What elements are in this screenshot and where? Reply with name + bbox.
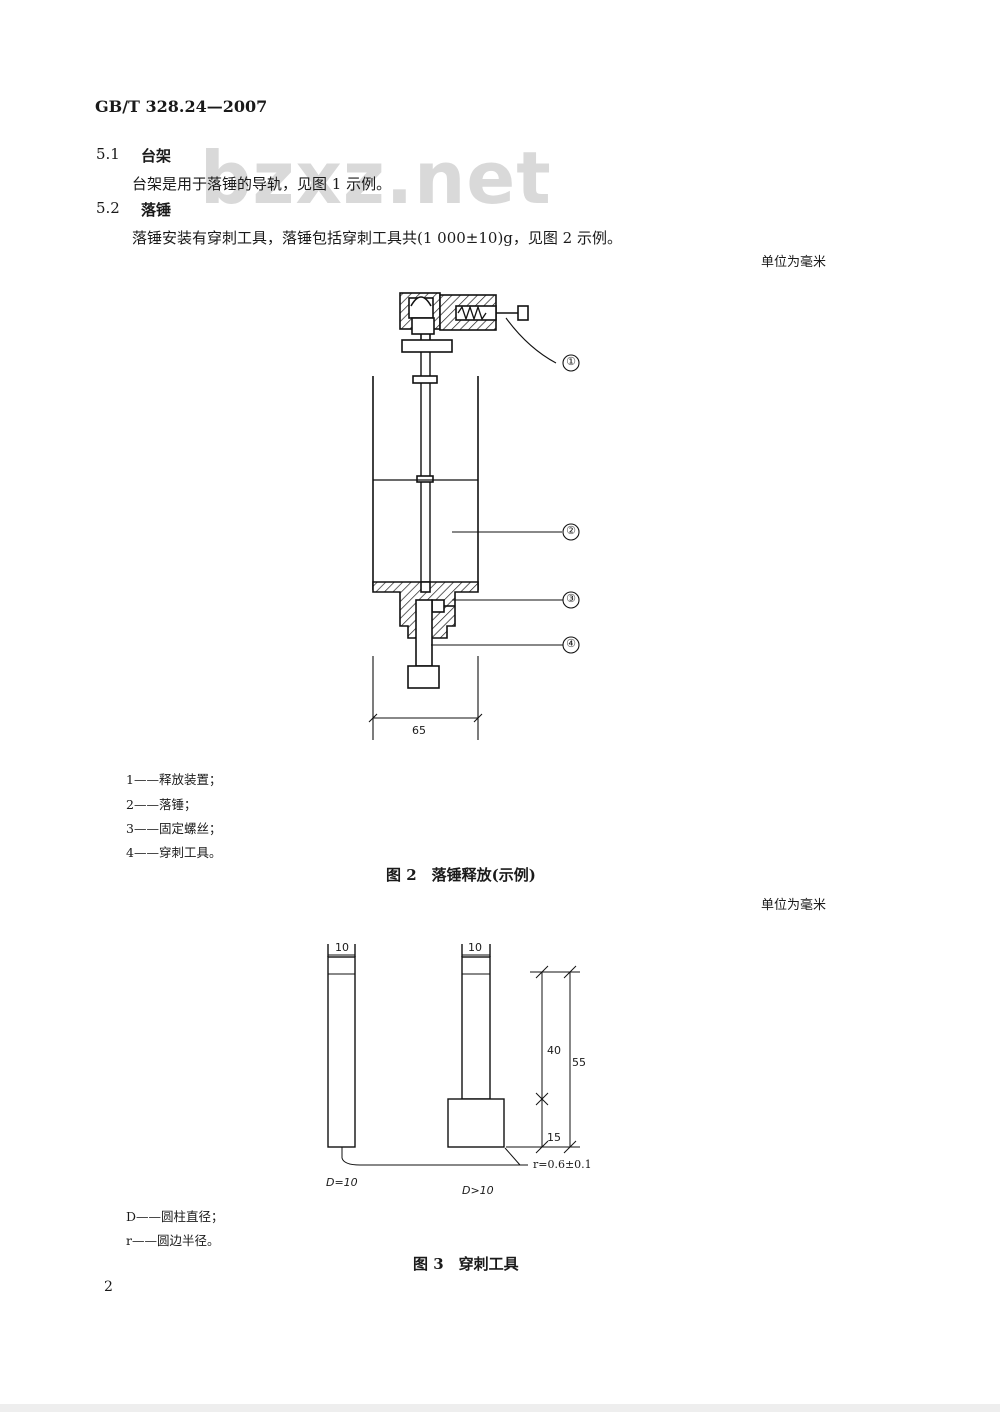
figure-caption: 图 2 落锤释放(示例) (386, 866, 536, 884)
dimension-label: 10 (468, 941, 482, 954)
section-number: 5.2 (96, 199, 120, 217)
tool-cylinder-left (327, 944, 356, 1148)
unit-note: 单位为毫米 (761, 898, 827, 913)
dimension-label: 15 (547, 1131, 561, 1144)
penetration-tool (407, 599, 440, 689)
radius-note: r=0.6±0.1 (533, 1158, 592, 1171)
callout-3: ③ (566, 592, 576, 605)
dimension-label: 40 (547, 1044, 561, 1057)
section-title: 落锤 (141, 201, 172, 219)
legend-item: r——圆边半径。 (126, 1233, 220, 1248)
tool-label: D=10 (326, 1176, 358, 1189)
callout-2: ② (566, 524, 576, 537)
figure-caption: 图 3 穿刺工具 (413, 1255, 519, 1273)
page-number: 2 (104, 1279, 113, 1295)
page-bottom-edge (0, 1404, 1000, 1412)
unit-note: 单位为毫米 (761, 255, 827, 270)
legend-item: 1——释放装置； (126, 772, 222, 787)
standard-code: GB/T 328.24—2007 (95, 97, 268, 116)
figure-3-drawing (327, 944, 580, 1166)
tool-cylinder-right (447, 944, 505, 1148)
dimension-label: 65 (412, 724, 426, 737)
figure-2-drawing (368, 292, 580, 740)
dimension-label: 55 (572, 1056, 586, 1069)
tool-label: D>10 (462, 1184, 494, 1197)
dimension-label: 10 (335, 941, 349, 954)
section-title: 台架 (141, 147, 172, 165)
callout-4: ④ (566, 637, 576, 650)
release-device (399, 292, 529, 353)
legend-item: 4——穿刺工具。 (126, 845, 222, 860)
callout-1: ① (566, 355, 576, 368)
legend-item: 3——固定螺丝； (126, 821, 222, 836)
legend-item: 2——落锤； (126, 797, 197, 812)
watermark: bzxz.net (200, 136, 552, 220)
section-number: 5.1 (96, 145, 120, 163)
drop-weight (372, 376, 479, 639)
section-text: 落锤安装有穿刺工具，落锤包括穿刺工具共(1 000±10)g，见图 2 示例。 (132, 229, 622, 247)
section-text: 台架是用于落锤的导轨，见图 1 示例。 (132, 175, 392, 193)
legend-item: D——圆柱直径； (126, 1209, 224, 1224)
